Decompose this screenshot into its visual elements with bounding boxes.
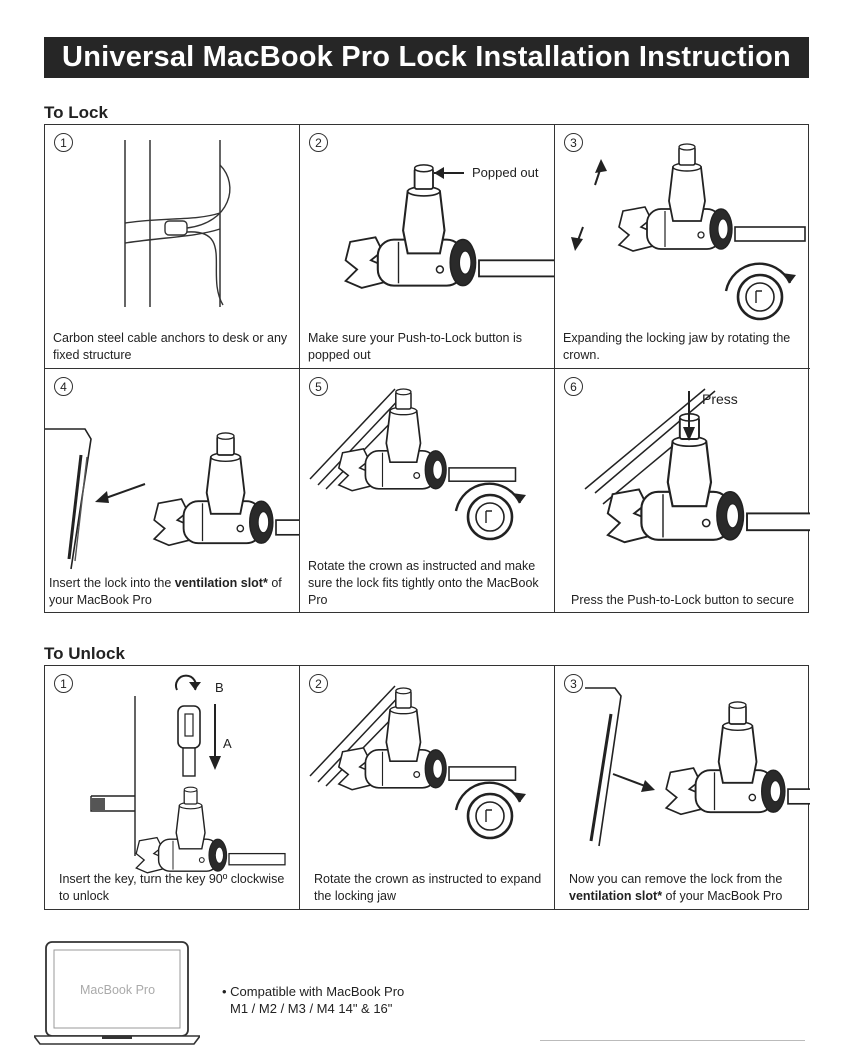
step-caption: Rotate the crown as instructed and make …	[308, 559, 539, 607]
unlock-steps-grid: 1 A B Insert the key, turn the key 90º c…	[44, 665, 810, 910]
step-number: 4	[54, 377, 73, 396]
press-label: Press	[702, 391, 738, 407]
step-caption: Press the Push-to-Lock button to secure	[571, 593, 795, 607]
key-illustration	[90, 674, 286, 874]
step-number: 1	[54, 133, 73, 152]
remove-lock-illustration	[585, 687, 810, 847]
unlock-step-1: 1 A B Insert the key, turn the key 90º c…	[45, 666, 300, 909]
step-caption: Expanding the locking jaw by rotating th…	[563, 331, 791, 362]
laptop-screen-label: MacBook Pro	[80, 983, 156, 997]
step-number: 6	[564, 377, 583, 396]
page-title-text: Universal MacBook Pro Lock Installation …	[62, 41, 791, 73]
footer-divider	[540, 1040, 805, 1041]
lock-steps-grid: 1 Carbon steel cable anchors to desk or …	[44, 124, 810, 613]
insert-lock-illustration	[45, 428, 299, 570]
step-number: 1	[54, 674, 73, 693]
step-caption: Rotate the crown as instructed to expand…	[314, 872, 542, 903]
lock-step-3: 3 Expanding the locking jaw by rotating …	[555, 125, 810, 369]
step-caption: Make sure your Push-to-Lock button is po…	[308, 331, 522, 362]
macbook-pro-illustration	[34, 941, 200, 1045]
key-label-b: B	[215, 680, 224, 695]
compatibility-note: • Compatible with MacBook Pro M1 / M2 / …	[222, 983, 404, 1017]
lock-step-2: 2 Popped out Make sure your Push-to-Lock…	[300, 125, 555, 369]
popped-out-label: Popped out	[472, 165, 539, 180]
lock-step-4: 4 Insert the lock into the ventilation s…	[45, 369, 300, 613]
cable-anchor-illustration	[124, 140, 231, 307]
step-number: 3	[564, 133, 583, 152]
key-label-a: A	[223, 736, 232, 751]
popped-out-lock-illustration	[344, 163, 554, 289]
step-number: 3	[564, 674, 583, 693]
lock-step-1: 1 Carbon steel cable anchors to desk or …	[45, 125, 300, 369]
step-number: 2	[309, 133, 328, 152]
step-number: 5	[309, 377, 328, 396]
step-caption: Insert the lock into the ventilation slo…	[49, 576, 282, 607]
step-caption: Carbon steel cable anchors to desk or an…	[53, 331, 288, 362]
step-caption: Insert the key, turn the key 90º clockwi…	[59, 872, 285, 903]
to-unlock-heading: To Unlock	[44, 644, 125, 663]
lock-step-5: 5 Rotate the crown as instructed and mak…	[300, 369, 555, 613]
to-lock-heading: To Lock	[44, 103, 108, 122]
unlock-step-3: 3 Now you can remove the lock from the v…	[555, 666, 810, 909]
rotate-crown-illustration	[309, 388, 528, 541]
compat-line-1: • Compatible with MacBook Pro	[222, 984, 405, 999]
unlock-step-2: 2 Rotate the crown as instructed to expa…	[300, 666, 555, 909]
expand-jaw-illustration	[571, 143, 806, 321]
rotate-crown-unlock-illustration	[309, 685, 528, 840]
page-title: Universal MacBook Pro Lock Installation …	[44, 37, 809, 78]
press-button-illustration	[584, 388, 810, 544]
compat-line-2: M1 / M2 / M3 / M4 14" & 16"	[230, 1001, 393, 1016]
step-number: 2	[309, 674, 328, 693]
lock-step-6: 6 Press Press the Push-to-Lock button to…	[555, 369, 810, 613]
step-caption: Now you can remove the lock from the ven…	[569, 872, 783, 903]
